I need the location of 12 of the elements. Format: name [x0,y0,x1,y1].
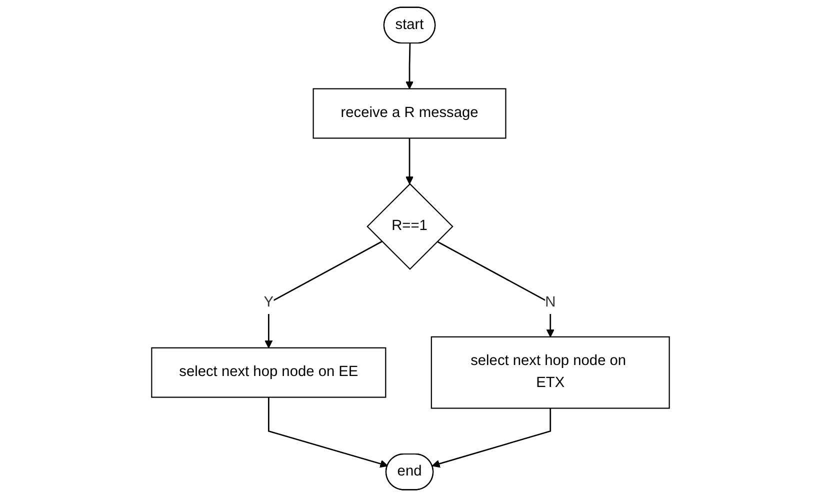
node-box: select next hop node on ETX [430,336,670,409]
node-box: receive a R message [312,88,506,139]
arrow [264,240,382,348]
node-box: select next hop node on EE [151,347,386,398]
arrow [268,397,388,468]
arrow [432,408,552,468]
arrow [436,240,554,338]
edge-label: Y [264,294,274,310]
node-diamond: R==1 [366,183,454,270]
arrow [406,138,414,184]
edge-label: N [545,294,556,310]
arrow [406,43,414,90]
